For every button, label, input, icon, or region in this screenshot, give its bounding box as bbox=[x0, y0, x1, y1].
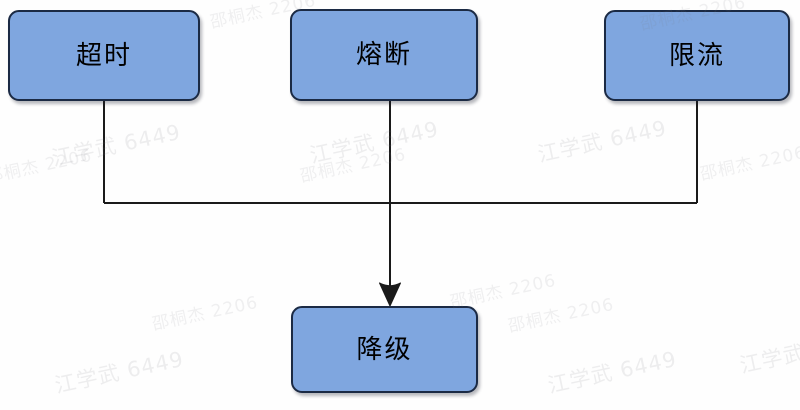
node-rate-limit-label: 限流 bbox=[668, 40, 725, 71]
arrowhead-icon bbox=[379, 282, 401, 307]
node-circuit-breaker-label: 熔断 bbox=[355, 40, 412, 70]
node-timeout[interactable]: 超时 bbox=[8, 10, 200, 101]
node-degrade[interactable]: 降级 bbox=[291, 306, 478, 393]
node-degrade-label: 降级 bbox=[356, 334, 413, 365]
node-timeout-label: 超时 bbox=[75, 40, 132, 71]
node-rate-limit[interactable]: 限流 bbox=[604, 10, 790, 101]
node-circuit-breaker[interactable]: 熔断 bbox=[290, 9, 478, 101]
